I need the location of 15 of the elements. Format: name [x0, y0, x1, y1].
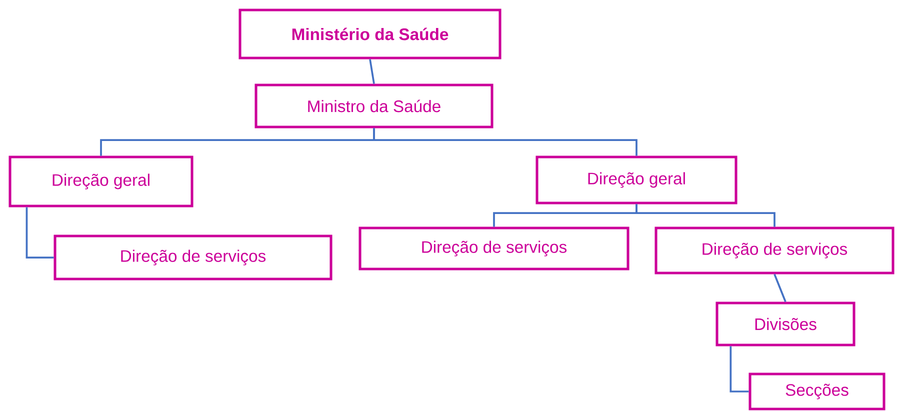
org-box: Direção de serviços: [54, 234, 332, 280]
org-box: Ministro da Saúde: [254, 84, 494, 128]
connector-line: [730, 346, 749, 392]
org-box: Direção geral: [536, 156, 738, 204]
org-box: Direção geral: [8, 156, 194, 208]
connector-line: [774, 274, 786, 302]
connector-line: [369, 59, 375, 84]
org-box: Direção de serviços: [358, 226, 630, 270]
connector-line: [26, 207, 54, 258]
connector-line: [373, 128, 638, 156]
org-box: Divisões: [716, 302, 856, 346]
connector-line: [636, 204, 776, 227]
org-box: Ministério da Saúde: [238, 8, 502, 60]
org-box: Secções: [748, 372, 886, 410]
org-box: Direção de serviços: [654, 226, 894, 274]
